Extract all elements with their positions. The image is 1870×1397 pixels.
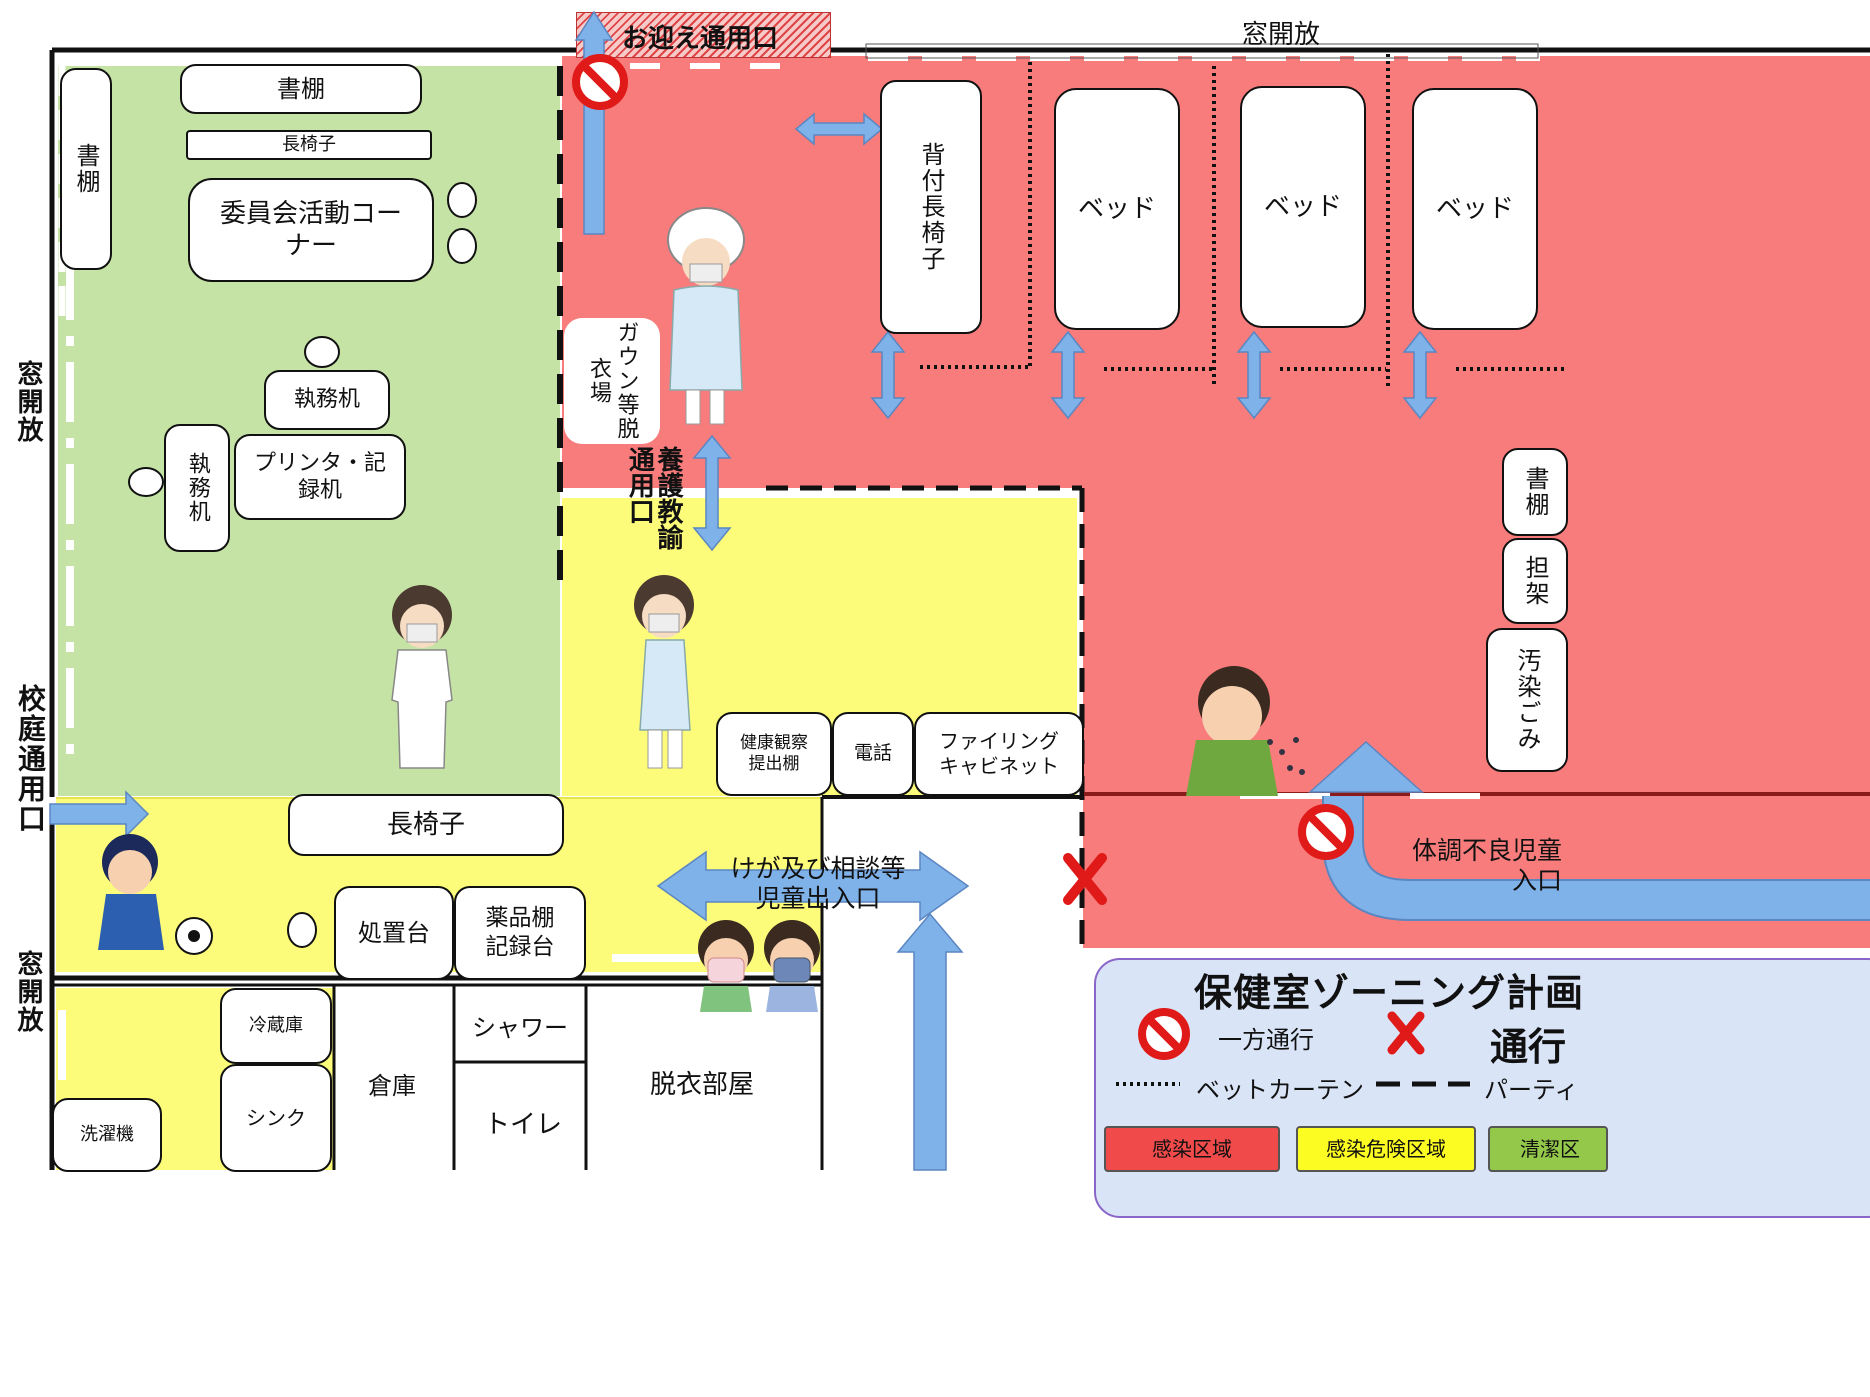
nurse-teacher-exit-label: 養護教諭通用口 [624, 446, 683, 550]
bed-3: ベッド [1412, 88, 1538, 330]
bench-top: 長椅子 [186, 130, 432, 160]
office-desk-1: 執務机 [264, 370, 390, 430]
legend-bed-curtain: ベットカーテン [1196, 1076, 1364, 1104]
storage-label: 倉庫 [368, 1072, 416, 1100]
legend-panel [1094, 958, 1870, 1218]
toilet-label: トイレ [484, 1110, 563, 1140]
window-open-left-top-label: 窓開放 [13, 360, 43, 444]
injury-exit-label: けが及び相談等児童出入口 [730, 854, 906, 913]
pickup-exit-label: お迎え通用口 [622, 24, 779, 54]
gowned-staff-icon [667, 207, 745, 425]
sick-entrance-label: 体調不良児童入口 [1411, 836, 1562, 895]
window-open-left-bottom-label: 窓開放 [13, 950, 43, 1034]
bookshelf-right: 書棚 [1502, 448, 1568, 536]
legend-clean-zone: 清潔区 [1488, 1126, 1608, 1172]
changing-room-label: 脱衣部屋 [650, 1070, 755, 1100]
no-entry-icon [1298, 804, 1354, 860]
legend-infection-zone: 感染区域 [1104, 1126, 1280, 1172]
printer-desk: プリンタ・記録机 [234, 434, 406, 520]
washer: 洗濯機 [52, 1098, 162, 1172]
gown-area: ガウン等脱衣場 [564, 318, 660, 444]
pickup-exit-zone [576, 12, 831, 58]
phone: 電話 [832, 712, 914, 796]
sick-child-icon [1186, 666, 1305, 796]
office-desk-2: 執務机 [164, 424, 230, 552]
health-shelf: 健康観察提出棚 [716, 712, 832, 796]
children-icon [698, 920, 820, 1012]
bookshelf-top: 書棚 [180, 64, 422, 114]
medicine-shelf: 薬品棚記録台 [454, 886, 586, 980]
injured-child-icon [98, 834, 213, 955]
stretcher: 担架 [1502, 538, 1568, 624]
bench-bottom: 長椅子 [288, 794, 564, 856]
contaminated-waste: 汚染ごみ [1486, 628, 1568, 772]
backrest-bench: 背付長椅子 [880, 80, 982, 334]
no-entry-icon [572, 54, 628, 110]
courtyard-exit-label: 校庭通用口 [14, 684, 47, 834]
shower-label: シャワー [472, 1014, 568, 1042]
bed-2: ベッド [1240, 86, 1366, 328]
committee-corner: 委員会活動コーナー [188, 178, 434, 282]
legend-title: 保健室ゾーニング計画 [1194, 971, 1585, 1015]
sink: シンク [220, 1064, 332, 1172]
legend-partition: パーティ [1484, 1076, 1579, 1104]
filing-cabinet: ファイリングキャビネット [914, 712, 1084, 796]
bed-1: ベッド [1054, 88, 1180, 330]
nurse-gown-icon [634, 575, 694, 769]
window-open-top-label: 窓開放 [1242, 20, 1321, 50]
legend-one-way: 一方通行 [1218, 1026, 1314, 1054]
treatment-table: 処置台 [334, 886, 454, 980]
bookshelf-left: 書棚 [60, 68, 112, 270]
legend-risk-zone: 感染危険区域 [1296, 1126, 1476, 1172]
legend-no-pass: 通行 [1490, 1025, 1567, 1069]
nurse-icon [391, 585, 453, 769]
no-pass-icon [1063, 853, 1107, 905]
fridge: 冷蔵庫 [220, 988, 332, 1064]
